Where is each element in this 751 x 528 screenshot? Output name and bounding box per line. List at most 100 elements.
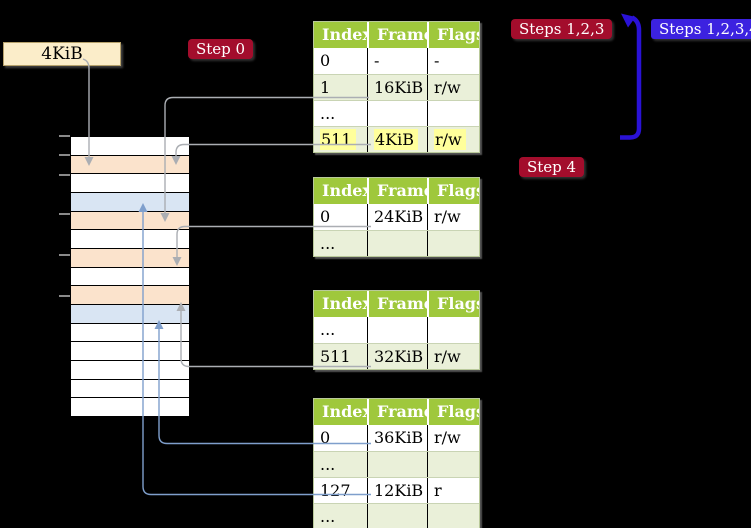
table-row: ... bbox=[314, 503, 479, 528]
table-cell: r/w bbox=[427, 425, 479, 451]
memory-tick bbox=[59, 135, 70, 137]
table-header-cell: Flags bbox=[427, 399, 479, 425]
table-cell: 0 bbox=[320, 428, 331, 447]
memory-tick bbox=[59, 213, 70, 215]
table-cell bbox=[367, 504, 427, 528]
memory-row-blue bbox=[70, 304, 190, 324]
table-cell bbox=[427, 231, 479, 256]
table-cell: ... bbox=[320, 234, 336, 253]
table-cell: r/w bbox=[427, 204, 479, 230]
table-header-cell: Frame bbox=[367, 291, 427, 317]
memory-tick bbox=[59, 154, 70, 156]
table-cell: 24KiB bbox=[367, 204, 427, 230]
table-cell: 36KiB bbox=[367, 425, 427, 451]
table-header-cell: Frame bbox=[367, 178, 427, 204]
table-cell: 511 bbox=[320, 347, 351, 366]
memory-row-white bbox=[70, 341, 190, 362]
memory-row-white bbox=[70, 378, 190, 399]
table-cell: 511 bbox=[314, 127, 367, 152]
table-header-cell: Frame bbox=[367, 22, 427, 48]
table-cell bbox=[367, 452, 427, 477]
table-header-cell: Flags bbox=[427, 178, 479, 204]
table-cell: r/w bbox=[427, 127, 479, 152]
table-cell: r/w bbox=[427, 75, 479, 100]
memory-row-white bbox=[70, 136, 190, 156]
table-row: 511 4KiB r/w bbox=[314, 126, 479, 152]
table-row: ... bbox=[314, 451, 479, 477]
memory-row-white bbox=[70, 173, 190, 194]
highlighted-value: r/w bbox=[434, 129, 466, 150]
table-row: 0 -- bbox=[314, 48, 479, 74]
table-cell: - bbox=[427, 48, 479, 74]
frame-size-label: 4KiB bbox=[3, 42, 121, 66]
table-cell: - bbox=[367, 48, 427, 74]
table-header-cell: Index bbox=[322, 25, 367, 44]
physical-memory-stack bbox=[70, 136, 190, 418]
memory-row-white bbox=[70, 229, 190, 250]
table-header-cell: Frame bbox=[367, 399, 427, 425]
table-header-cell: Index bbox=[322, 294, 367, 313]
table-header-cell: Index bbox=[322, 181, 367, 200]
table-header-row: IndexFrameFlags bbox=[314, 291, 479, 317]
table-cell: ... bbox=[320, 320, 336, 339]
table-cell bbox=[427, 101, 479, 126]
table-header-row: IndexFrameFlags bbox=[314, 399, 479, 425]
table-header-cell: Index bbox=[322, 402, 367, 421]
steps-loop-arrow bbox=[620, 15, 642, 140]
table-header-row: IndexFrameFlags bbox=[314, 178, 479, 204]
step-4-badge: Step 4 bbox=[519, 157, 585, 177]
table-cell bbox=[367, 231, 427, 256]
table-cell: 12KiB bbox=[367, 478, 427, 503]
table-cell bbox=[427, 317, 479, 343]
memory-row-peach bbox=[70, 285, 190, 306]
table-row: ... bbox=[314, 100, 479, 126]
table-cell: ... bbox=[320, 455, 336, 474]
memory-row-white bbox=[70, 397, 190, 418]
table-cell: 32KiB bbox=[367, 344, 427, 369]
steps-1234-badge: Steps 1,2,3,4 bbox=[651, 19, 751, 39]
memory-row-peach bbox=[70, 210, 190, 231]
highlighted-value: 511 bbox=[320, 129, 356, 150]
table-cell: ... bbox=[320, 507, 336, 526]
steps-loop-arrowhead-icon bbox=[621, 13, 636, 28]
steps-123-badge: Steps 1,2,3 bbox=[511, 19, 613, 39]
table-header-row: IndexFrameFlags bbox=[314, 22, 479, 48]
memory-row-white bbox=[70, 322, 190, 343]
page-table-2: IndexFrameFlags 0 24KiBr/w... bbox=[313, 177, 480, 257]
memory-row-white bbox=[70, 360, 190, 380]
table-cell bbox=[427, 452, 479, 477]
table-cell: 16KiB bbox=[367, 75, 427, 100]
highlighted-value: 4KiB bbox=[374, 129, 419, 150]
table-row: ... bbox=[314, 230, 479, 256]
table-cell: ... bbox=[320, 104, 336, 123]
memory-row-white bbox=[70, 266, 190, 287]
memory-row-peach bbox=[70, 248, 190, 268]
table-cell: 0 bbox=[320, 51, 331, 70]
table-cell bbox=[367, 317, 427, 343]
memory-tick bbox=[59, 295, 70, 297]
table-cell: r/w bbox=[427, 344, 479, 369]
table-header-cell: Flags bbox=[427, 291, 479, 317]
table-cell: 0 bbox=[320, 207, 331, 226]
table-cell: 1 bbox=[320, 78, 331, 97]
step-0-badge: Step 0 bbox=[188, 39, 254, 59]
table-cell bbox=[367, 101, 427, 126]
table-cell bbox=[427, 504, 479, 528]
memory-row-blue bbox=[70, 192, 190, 212]
table-cell: 4KiB bbox=[367, 127, 427, 152]
memory-row-peach bbox=[70, 154, 190, 175]
memory-tick bbox=[59, 254, 70, 256]
table-cell: r bbox=[427, 478, 479, 503]
table-header-cell: Flags bbox=[427, 22, 479, 48]
table-cell: 127 bbox=[320, 481, 351, 500]
table-row: ... bbox=[314, 317, 479, 343]
